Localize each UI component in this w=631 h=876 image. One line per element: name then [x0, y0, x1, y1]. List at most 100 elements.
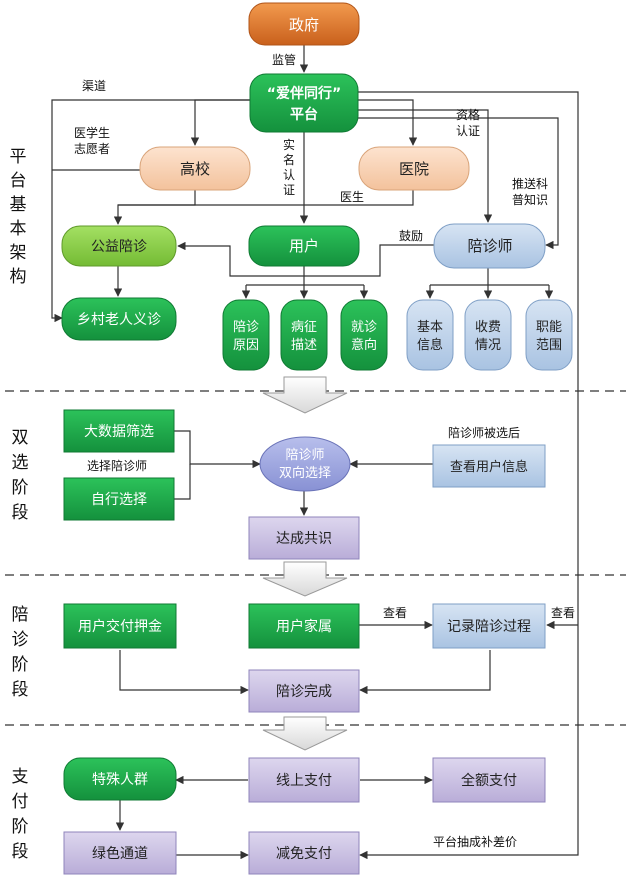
svg-text:诊: 诊	[12, 630, 29, 650]
svg-text:病征: 病征	[291, 320, 317, 335]
node-intent: 就诊 意向	[340, 299, 388, 371]
svg-text:阶: 阶	[12, 478, 29, 498]
label-push-2: 普知识	[512, 193, 548, 207]
edges	[51, 45, 579, 860]
node-family: 用户家属	[248, 603, 360, 649]
svg-text:公益陪诊: 公益陪诊	[91, 239, 147, 255]
label-supervise: 监管	[272, 52, 296, 67]
svg-text:查看用户信息: 查看用户信息	[450, 459, 528, 475]
svg-text:就诊: 就诊	[351, 320, 377, 335]
svg-text:平: 平	[10, 147, 27, 167]
svg-text:段: 段	[12, 503, 29, 523]
node-online-pay: 线上支付	[248, 757, 360, 803]
svg-text:信息: 信息	[417, 337, 443, 353]
node-fee: 收费 情况	[464, 299, 512, 371]
node-rural: 乡村老人义诊	[61, 297, 177, 341]
svg-text:平台: 平台	[290, 106, 318, 123]
label-encourage: 鼓励	[399, 229, 423, 243]
svg-text:支: 支	[12, 767, 29, 787]
svg-text:“爱伴同行”: “爱伴同行”	[267, 85, 341, 102]
node-charity: 公益陪诊	[61, 225, 177, 267]
label-med-volunteer-2: 志愿者	[74, 142, 110, 156]
stage-transition-arrows	[262, 376, 348, 751]
label-choose-escort: 选择陪诊师	[87, 458, 147, 473]
node-special: 特殊人群	[63, 757, 177, 801]
svg-text:架: 架	[10, 243, 27, 263]
svg-text:双向选择: 双向选择	[279, 465, 331, 481]
svg-text:意向: 意向	[351, 337, 377, 353]
stage-title-dual: 双 选 阶 段	[12, 428, 29, 523]
stage-dividers	[5, 390, 626, 726]
svg-text:大数据筛选: 大数据筛选	[84, 424, 154, 440]
svg-text:收费: 收费	[475, 320, 501, 335]
svg-text:段: 段	[12, 680, 29, 700]
node-reduced-pay: 减免支付	[248, 831, 360, 875]
svg-text:医院: 医院	[399, 160, 429, 178]
node-deposit: 用户交付押金	[63, 603, 177, 649]
label-subsidy: 平台抽成补差价	[433, 834, 517, 849]
svg-text:全额支付: 全额支付	[461, 772, 517, 789]
stage-title-payment: 支 付 阶 段	[12, 767, 29, 862]
svg-text:情况: 情况	[475, 338, 501, 353]
svg-text:记录陪诊过程: 记录陪诊过程	[447, 619, 531, 635]
svg-text:线上支付: 线上支付	[276, 773, 332, 789]
stage-title-escort: 陪 诊 阶 段	[12, 605, 29, 700]
label-view-family: 查看	[383, 606, 407, 620]
node-hospital: 医院	[358, 146, 470, 191]
svg-text:陪诊师: 陪诊师	[285, 448, 324, 463]
label-view-platform: 查看	[551, 606, 575, 620]
node-platform: “爱伴同行” 平台	[249, 73, 359, 133]
svg-text:基本: 基本	[417, 320, 443, 335]
svg-text:陪诊: 陪诊	[233, 320, 259, 335]
svg-text:描述: 描述	[291, 338, 317, 353]
svg-text:构: 构	[10, 267, 27, 287]
label-qualification-2: 认证	[456, 124, 480, 138]
svg-text:减免支付: 减免支付	[276, 846, 332, 862]
label-realname-2: 名	[283, 152, 295, 167]
svg-text:高校: 高校	[180, 160, 210, 178]
stage-title-platform: 平 台 基 本 架 构	[10, 147, 27, 287]
label-realname-3: 认	[283, 168, 295, 182]
svg-text:自行选择: 自行选择	[91, 492, 147, 508]
node-university: 高校	[139, 146, 251, 191]
node-symptom: 病征 描述	[280, 299, 328, 371]
svg-text:陪诊师: 陪诊师	[467, 237, 512, 255]
svg-text:用户家属: 用户家属	[276, 618, 332, 635]
node-view-user: 查看用户信息	[432, 444, 546, 488]
node-basic-info: 基本 信息	[406, 299, 454, 371]
svg-text:付: 付	[12, 792, 29, 812]
svg-text:双: 双	[12, 428, 29, 448]
node-reason: 陪诊 原因	[222, 299, 270, 371]
node-escort: 陪诊师	[433, 223, 546, 269]
node-self-select: 自行选择	[63, 477, 175, 521]
svg-text:用户: 用户	[289, 237, 319, 255]
svg-text:陪: 陪	[12, 605, 29, 625]
node-big-data: 大数据筛选	[63, 409, 175, 453]
label-channel: 渠道	[82, 79, 106, 93]
svg-text:段: 段	[12, 842, 29, 862]
label-push-1: 推送科	[512, 176, 548, 191]
svg-text:达成共识: 达成共识	[276, 531, 332, 547]
label-escort-selected: 陪诊师被选后	[448, 425, 520, 440]
svg-text:乡村老人义诊: 乡村老人义诊	[77, 312, 161, 328]
node-user: 用户	[248, 225, 360, 267]
node-green-channel: 绿色通道	[63, 831, 177, 875]
label-realname-1: 实	[283, 137, 295, 152]
svg-text:特殊人群: 特殊人群	[92, 772, 148, 788]
svg-text:职能: 职能	[536, 320, 562, 335]
edge-labels: 监管 渠道 医学生 志愿者 实 名 认 证 资格 认证 医生 推送科 普知识 鼓…	[74, 52, 575, 849]
svg-text:范围: 范围	[536, 338, 562, 353]
label-realname-4: 证	[283, 183, 295, 197]
svg-text:陪诊完成: 陪诊完成	[276, 684, 332, 700]
node-consensus: 达成共识	[248, 516, 360, 560]
svg-text:选: 选	[12, 453, 29, 473]
node-two-way: 陪诊师 双向选择	[259, 436, 351, 492]
node-record: 记录陪诊过程	[432, 603, 546, 649]
node-scope: 职能 范围	[525, 299, 573, 371]
label-qualification-1: 资格	[456, 107, 480, 122]
svg-text:绿色通道: 绿色通道	[92, 845, 148, 862]
svg-text:阶: 阶	[12, 655, 29, 675]
svg-text:阶: 阶	[12, 817, 29, 837]
svg-text:原因: 原因	[233, 338, 259, 353]
